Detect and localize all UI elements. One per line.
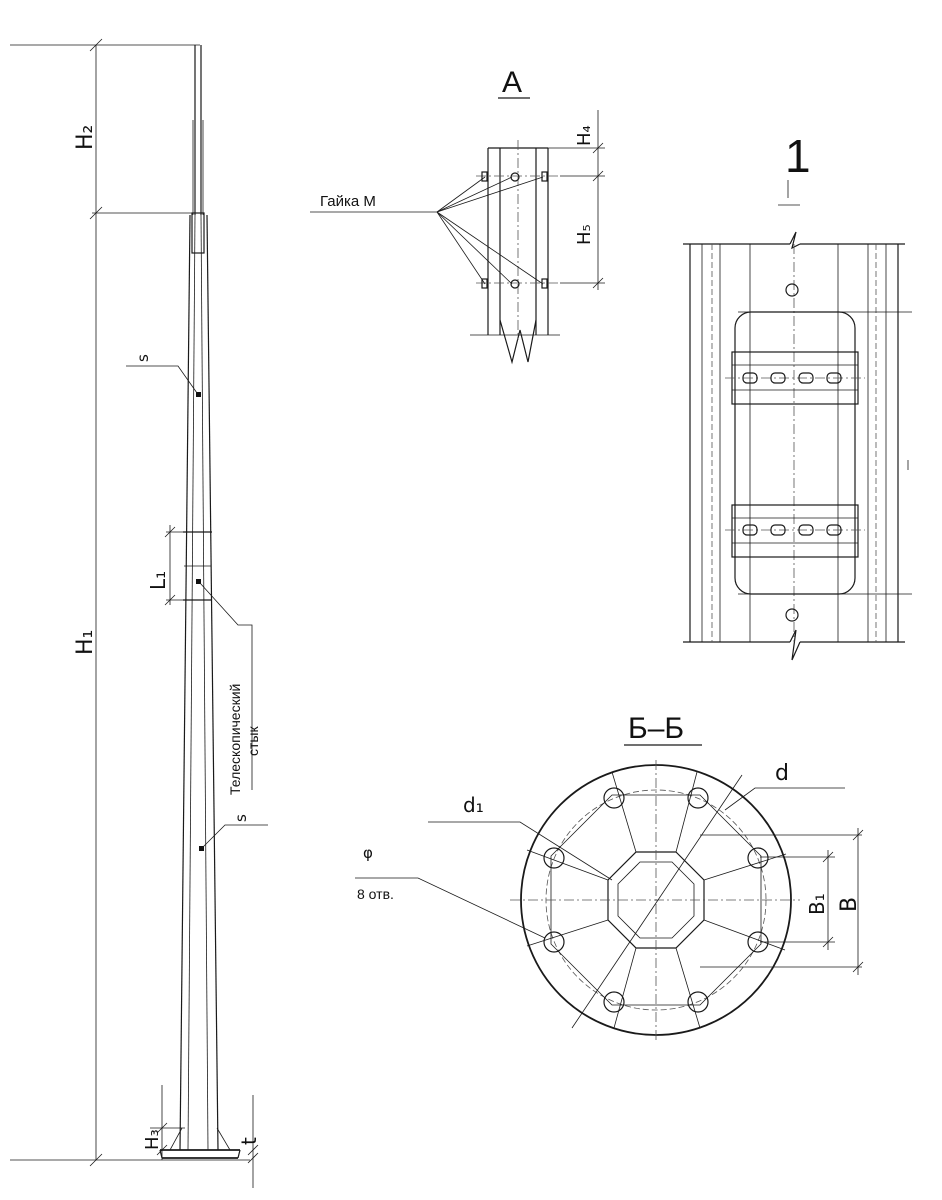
- dim-b: B: [837, 897, 862, 912]
- label-telescopic-joint-2: стык: [245, 726, 261, 756]
- dim-s-upper: s: [134, 354, 152, 362]
- detail-1: 1: [683, 130, 912, 661]
- title-section-bb: Б–Б: [628, 712, 684, 745]
- dim-t: t: [237, 1137, 261, 1145]
- dim-l1: L₁: [146, 571, 170, 590]
- title-detail-1: 1: [785, 130, 811, 182]
- dim-h3: H₃: [142, 1129, 163, 1150]
- label-hole-count: 8 отв.: [357, 886, 394, 902]
- label-nut: Гайка М: [320, 193, 376, 210]
- section-bb: Б–Б: [355, 712, 864, 1040]
- dim-h4: H₄: [574, 125, 595, 146]
- label-telescopic-joint-1: Телескопический: [227, 684, 243, 795]
- pole-dimensions: H₂ H₁ L₁ H₃ t: [10, 38, 261, 1188]
- label-hole-phi: φ: [363, 844, 373, 862]
- view-a: A Гайка М H₄: [310, 66, 605, 365]
- dim-b1: B₁: [805, 893, 829, 915]
- pole-elevation: s s Телескопический стык: [126, 45, 268, 1159]
- dim-h5: H₅: [574, 224, 595, 245]
- title-view-a: A: [502, 66, 522, 99]
- dim-d1: d₁: [463, 793, 484, 817]
- dim-s-lower: s: [232, 814, 250, 822]
- dim-d: d: [775, 761, 789, 786]
- dim-h1: H₁: [73, 630, 98, 655]
- dim-h2: H₂: [73, 125, 98, 150]
